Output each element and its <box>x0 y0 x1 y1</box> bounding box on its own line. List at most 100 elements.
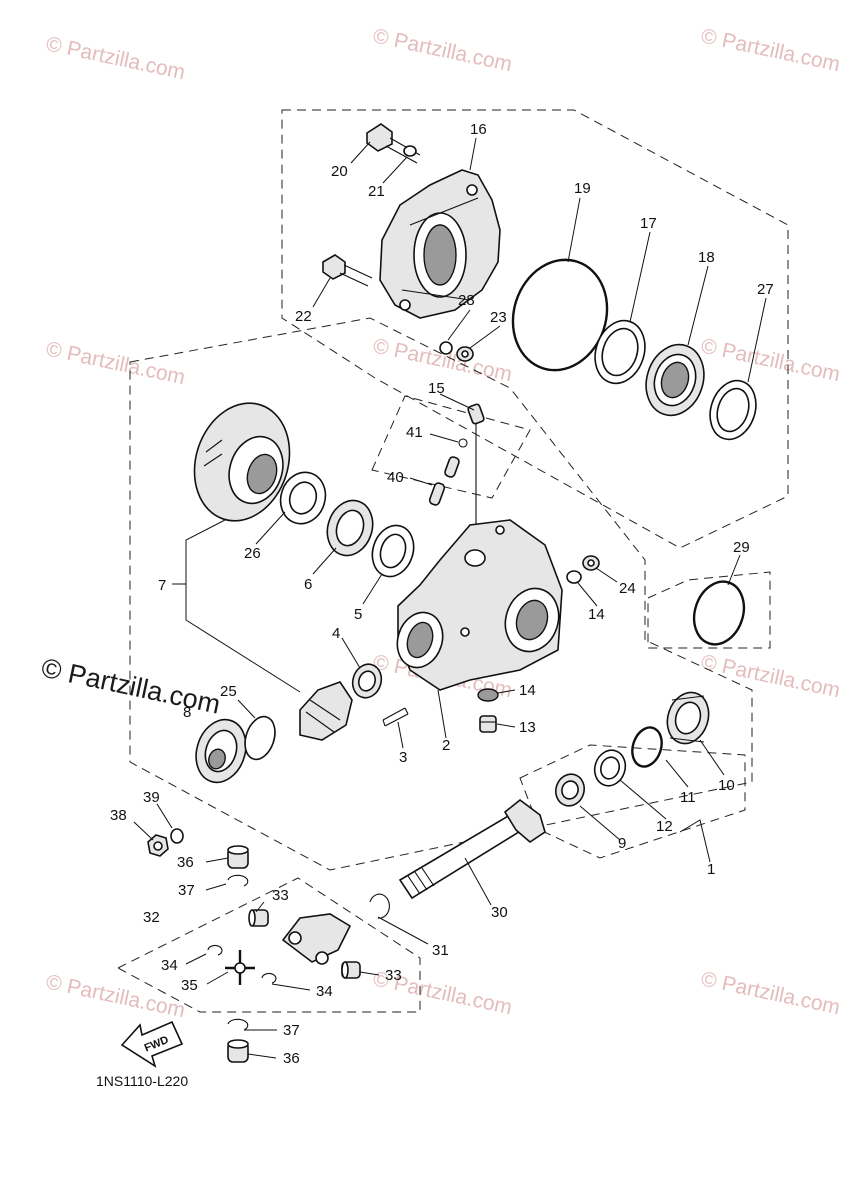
part-label-3: 3 <box>399 749 407 766</box>
watermark: © Partzilla.com <box>44 32 187 84</box>
bolt-20 <box>366 123 421 164</box>
leader-lines <box>133 137 767 1059</box>
universal-joint-outline <box>116 877 421 1013</box>
plug-23 <box>456 346 474 362</box>
part-label-22: 22 <box>295 308 312 325</box>
part-label-7: 7 <box>158 577 166 594</box>
part-label-29: 29 <box>733 539 750 556</box>
oring-29 <box>692 580 746 646</box>
oring-19 <box>511 258 609 372</box>
stud-3 <box>382 707 409 727</box>
seal-group-outline <box>519 744 746 859</box>
part-label-37-lower: 37 <box>283 1022 300 1039</box>
bearing-4 <box>351 663 383 699</box>
part-label-30: 30 <box>491 904 508 921</box>
watermark: © Partzilla.com <box>371 24 514 76</box>
nut-38 <box>147 834 169 857</box>
pinion-gear-8 <box>195 681 353 784</box>
part-label-27: 27 <box>757 281 774 298</box>
plug-24 <box>582 555 600 571</box>
part-label-2: 2 <box>442 737 450 754</box>
part-label-16: 16 <box>470 121 487 138</box>
part-number-labels: 1 2 3 4 5 6 7 8 9 10 11 12 13 14 14 15 1… <box>110 121 774 1067</box>
part-label-20: 20 <box>331 163 348 180</box>
part-label-35: 35 <box>181 977 198 994</box>
bearing-cap-33-lower <box>341 961 361 979</box>
oring-11 <box>631 726 663 768</box>
part-label-4: 4 <box>332 625 340 642</box>
part-label-36-upper: 36 <box>177 854 194 871</box>
washer-39 <box>170 828 184 844</box>
washer-28 <box>439 341 453 355</box>
washer-14-lower <box>477 688 499 702</box>
bearing-18 <box>645 343 705 417</box>
part-label-9: 9 <box>618 835 626 852</box>
watermark: © Partzilla.com <box>44 970 187 1022</box>
yoke <box>281 913 352 965</box>
watermark: © Partzilla.com <box>44 337 187 389</box>
part-label-26: 26 <box>244 545 261 562</box>
part-label-21: 21 <box>368 183 385 200</box>
watermark: © Partzilla.com <box>699 967 842 1019</box>
plug-13 <box>479 715 497 733</box>
part-label-6: 6 <box>304 576 312 593</box>
part-label-33-lower: 33 <box>385 967 402 984</box>
cover-group-outline <box>281 109 789 549</box>
diagram-code: 1NS1110-L220 <box>96 1073 188 1089</box>
part-label-10: 10 <box>718 777 735 794</box>
part-label-12: 12 <box>656 818 673 835</box>
part-label-15: 15 <box>428 380 445 397</box>
part-label-13: 13 <box>519 719 536 736</box>
cover-16 <box>379 169 501 319</box>
part-label-40: 40 <box>387 469 404 486</box>
drive-shaft-30 <box>398 798 546 900</box>
bearing-cap-36-upper <box>227 845 249 869</box>
part-drawings: FWD <box>120 123 757 1068</box>
part-label-5: 5 <box>354 606 362 623</box>
part-label-37-upper: 37 <box>178 882 195 899</box>
circlip-37-lower <box>227 1018 249 1031</box>
part-label-11: 11 <box>680 789 696 806</box>
bearing-6 <box>326 499 374 557</box>
washer-21 <box>403 145 417 157</box>
spider-35 <box>225 950 255 985</box>
circlip-37-upper <box>227 874 249 887</box>
watermark: © Partzilla.com <box>699 650 842 702</box>
part-label-39: 39 <box>143 789 160 806</box>
watermark: © Partzilla.com <box>699 24 842 76</box>
part-label-17: 17 <box>640 215 657 232</box>
part-label-34-right: 34 <box>316 983 333 1000</box>
collar-9 <box>554 773 586 807</box>
part-label-34-left: 34 <box>161 957 178 974</box>
watermark: © Partzilla.com <box>699 334 842 386</box>
forward-arrow-icon: FWD <box>120 1020 184 1068</box>
shim-26 <box>279 471 327 525</box>
main-assembly-outline <box>129 317 753 871</box>
gear-case-2 <box>396 519 563 691</box>
part-label-33-upper: 33 <box>272 887 289 904</box>
circlip-34-left <box>207 944 223 956</box>
clip-31 <box>369 893 390 919</box>
group-outlines <box>116 109 789 1013</box>
watermark-main: © Partzilla.com <box>39 653 223 720</box>
part-label-18: 18 <box>698 249 715 266</box>
clip-41 <box>458 438 468 448</box>
part-label-36-lower: 36 <box>283 1050 300 1067</box>
part-label-41: 41 <box>406 424 423 441</box>
circlip-34-right <box>261 972 277 984</box>
seal-5 <box>371 524 415 578</box>
part-label-14-lower: 14 <box>519 682 536 699</box>
part-label-32: 32 <box>143 909 160 926</box>
pin-40b <box>428 482 446 506</box>
part-label-19: 19 <box>574 180 591 197</box>
bolt-22 <box>322 254 373 287</box>
nut-10 <box>666 691 710 745</box>
seal-12 <box>593 749 627 787</box>
washer-14-upper <box>566 570 582 584</box>
part-label-23: 23 <box>490 309 507 326</box>
bearing-cap-36-lower <box>227 1039 249 1063</box>
pin-40a <box>444 456 460 478</box>
part-label-28: 28 <box>458 292 475 309</box>
part-label-25: 25 <box>220 683 237 700</box>
